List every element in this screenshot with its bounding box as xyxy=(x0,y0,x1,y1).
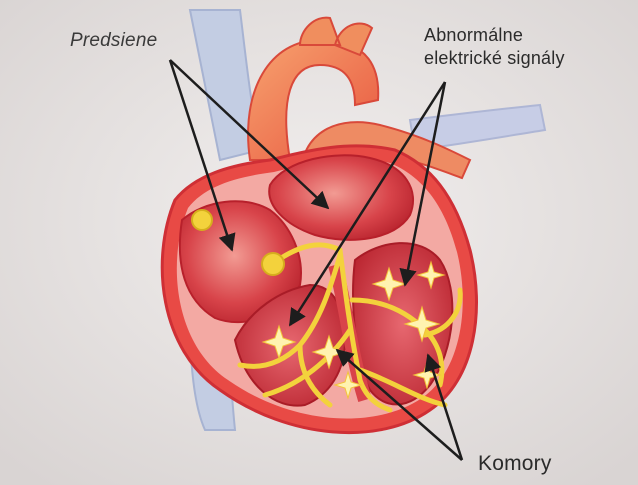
sa-node xyxy=(192,210,212,230)
label-abnormal-signals: Abnormálne elektrické signály xyxy=(424,24,565,70)
label-atria: Predsiene xyxy=(70,30,157,52)
label-ventricles: Komory xyxy=(478,452,552,476)
av-node xyxy=(262,253,284,275)
